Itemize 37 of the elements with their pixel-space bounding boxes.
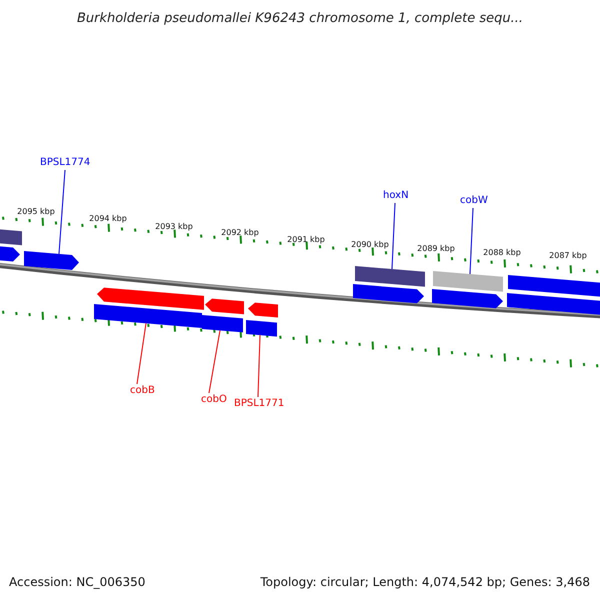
tick-label: 2095 kbp xyxy=(17,207,55,217)
tick-label: 2093 kbp xyxy=(155,222,193,232)
tick-label: 2091 kbp xyxy=(287,235,325,245)
leader-line xyxy=(136,322,146,384)
gene-feature-block xyxy=(353,284,424,304)
gene-feature xyxy=(508,275,600,298)
gene-feature-block xyxy=(24,251,79,270)
leader-line xyxy=(208,330,220,394)
gene-label: cobO xyxy=(201,393,227,407)
gene-label: BPSL1774 xyxy=(40,156,90,170)
leader-line xyxy=(58,170,66,254)
gene-feature-block xyxy=(432,289,503,308)
leader-line xyxy=(392,202,396,270)
gene-feature xyxy=(246,320,277,337)
gene-feature xyxy=(202,315,243,332)
leader-line xyxy=(470,208,474,275)
gene-label: BPSL1771 xyxy=(234,397,284,411)
gene-feature xyxy=(433,271,503,292)
gene-feature-block xyxy=(248,302,278,318)
tick-label: 2089 kbp xyxy=(417,244,455,254)
tick-label: 2090 kbp xyxy=(351,240,389,250)
tick-label: 2088 kbp xyxy=(483,248,521,258)
gene-feature xyxy=(507,293,600,316)
gene-feature-block xyxy=(205,298,244,314)
tick-label: 2094 kbp xyxy=(89,214,127,224)
gene-label: hoxN xyxy=(383,189,409,203)
leader-line xyxy=(258,334,260,398)
gene-feature xyxy=(355,266,425,287)
gene-feature xyxy=(0,229,22,246)
footer-text: Accession: NC_006350 xyxy=(9,574,146,590)
footer-text: Topology: circular; Length: 4,074,542 bp; Genes: 3,468 xyxy=(260,574,590,590)
title: Burkholderia pseudomallei K96243 chromosome 1, complete sequ... xyxy=(76,10,524,28)
tick-label: 2087 kbp xyxy=(549,251,587,261)
gene-label: cobB xyxy=(130,384,155,398)
gene-label: cobW xyxy=(460,194,488,208)
tick-label: 2092 kbp xyxy=(221,228,259,238)
gene-feature-block xyxy=(0,246,20,262)
